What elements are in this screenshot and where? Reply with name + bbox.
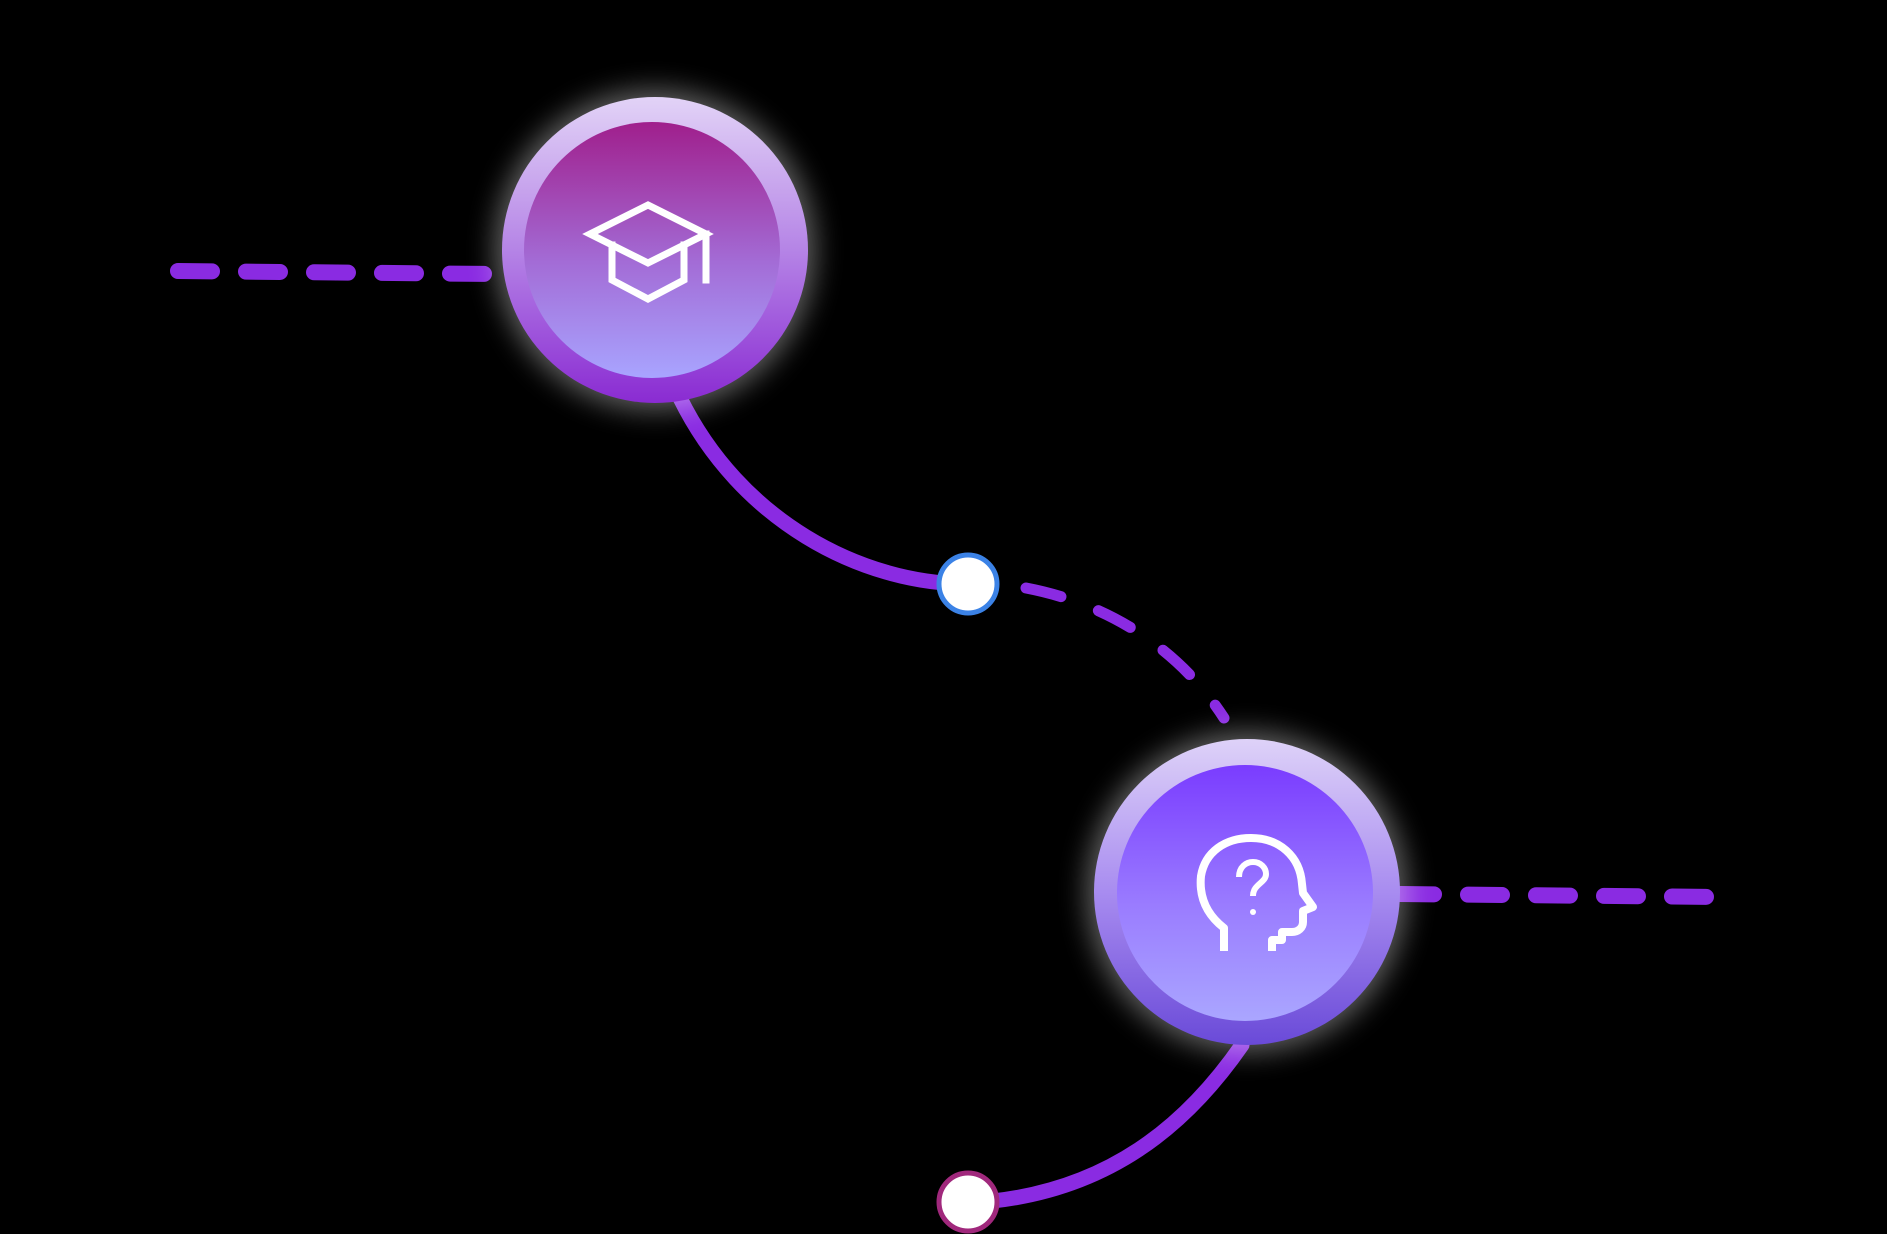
question-head-node-face xyxy=(1117,765,1373,1021)
dashed-right-connector xyxy=(1392,886,1732,905)
graduation-cap-icon xyxy=(582,201,714,303)
education-node-face xyxy=(524,122,780,378)
solid-curve-connector-2 xyxy=(960,1037,1250,1211)
waypoint-blue[interactable] xyxy=(936,552,1000,616)
head-question-icon xyxy=(1196,834,1317,951)
dashed-left-connector xyxy=(170,263,503,282)
solid-curve-connector-1 xyxy=(672,390,976,592)
dashed-curve-connector xyxy=(1020,582,1230,724)
waypoint-magenta[interactable] xyxy=(936,1170,1000,1234)
question-head-node[interactable] xyxy=(1087,732,1407,1052)
education-node[interactable] xyxy=(495,90,815,410)
